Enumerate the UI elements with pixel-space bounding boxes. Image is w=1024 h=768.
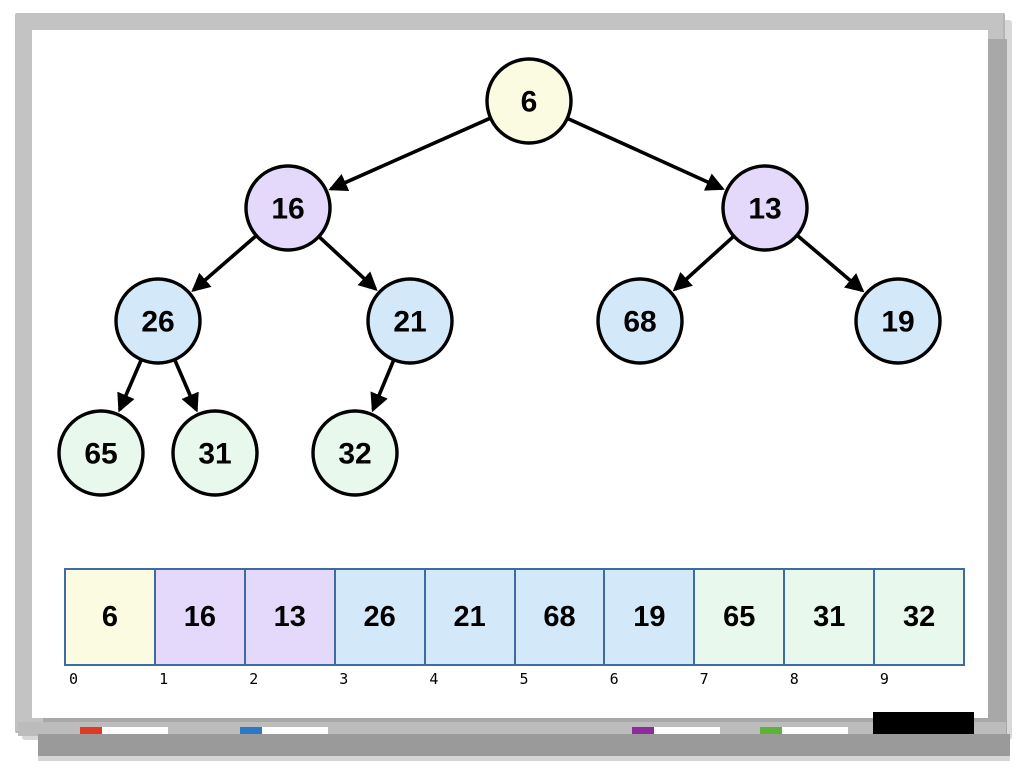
tree-node[interactable]: 31 bbox=[171, 409, 259, 497]
tree-node-circle bbox=[57, 409, 145, 497]
array-cell[interactable]: 68 bbox=[515, 570, 606, 664]
array-index-label: 0 bbox=[69, 670, 79, 688]
tree-node[interactable]: 13 bbox=[721, 164, 809, 252]
tree-edge bbox=[796, 234, 865, 293]
array-index-label: 2 bbox=[249, 670, 259, 688]
tree-node-label: 68 bbox=[623, 306, 656, 339]
array-cell[interactable]: 21 bbox=[425, 570, 516, 664]
tree-node[interactable]: 32 bbox=[311, 409, 399, 497]
marker-tray-shadow bbox=[38, 756, 1010, 761]
tree-node-label: 65 bbox=[84, 438, 117, 471]
array-index-label: 3 bbox=[339, 670, 349, 688]
tree-node-circle bbox=[366, 277, 454, 365]
tree-node[interactable]: 26 bbox=[114, 277, 202, 365]
tree-edge bbox=[672, 235, 735, 292]
tree-edge bbox=[191, 234, 257, 293]
array-cell[interactable]: 26 bbox=[335, 570, 426, 664]
tree-node-circle bbox=[721, 164, 809, 252]
tree-node[interactable]: 65 bbox=[57, 409, 145, 497]
marker-tray-front bbox=[38, 734, 1010, 758]
array-index-label: 7 bbox=[699, 670, 709, 688]
tree-edge bbox=[567, 117, 725, 191]
tree-edge bbox=[117, 359, 143, 413]
array-index-labels: 0 1 2 3 4 5 6 7 8 9 bbox=[64, 670, 965, 692]
tree-node[interactable]: 68 bbox=[596, 277, 684, 365]
tree-edge bbox=[370, 360, 396, 413]
binary-tree-diagram: 6 16 13 26 21 68 19 65 31 32 bbox=[57, 57, 942, 497]
tree-node[interactable]: 16 bbox=[244, 164, 332, 252]
tree-node[interactable]: 21 bbox=[366, 277, 454, 365]
tree-node-label: 19 bbox=[881, 306, 914, 339]
array-index-label: 9 bbox=[879, 670, 889, 688]
tree-node-circle bbox=[311, 409, 399, 497]
tree-node-circle bbox=[854, 277, 942, 365]
tree-node[interactable]: 6 bbox=[485, 57, 573, 145]
tree-node-label: 32 bbox=[338, 438, 371, 471]
tree-node-label: 16 bbox=[271, 193, 304, 226]
array-index-label: 6 bbox=[609, 670, 619, 688]
array-cell[interactable]: 65 bbox=[695, 570, 786, 664]
tree-node-circle bbox=[114, 277, 202, 365]
tree-edge bbox=[173, 359, 199, 413]
tree-node-label: 6 bbox=[521, 86, 538, 119]
tree-edge bbox=[328, 116, 491, 192]
tree-node-circle bbox=[171, 409, 259, 497]
array-cell[interactable]: 31 bbox=[785, 570, 876, 664]
tree-node-label: 26 bbox=[141, 306, 174, 339]
tree-node-circle bbox=[596, 277, 684, 365]
tree-node-label: 13 bbox=[748, 193, 781, 226]
tree-edge bbox=[318, 235, 378, 292]
tree-node[interactable]: 19 bbox=[854, 277, 942, 365]
tree-node-label: 31 bbox=[198, 438, 231, 471]
tree-node-circle bbox=[244, 164, 332, 252]
array-index-label: 1 bbox=[159, 670, 169, 688]
array-index-label: 4 bbox=[429, 670, 439, 688]
array-cell[interactable]: 13 bbox=[245, 570, 336, 664]
array-cell[interactable]: 32 bbox=[875, 570, 964, 664]
array-index-label: 5 bbox=[519, 670, 529, 688]
array-index-label: 8 bbox=[789, 670, 799, 688]
array-cell[interactable]: 19 bbox=[605, 570, 696, 664]
tree-node-label: 21 bbox=[393, 306, 426, 339]
tree-edges bbox=[117, 116, 865, 413]
array-cell[interactable]: 6 bbox=[66, 570, 156, 664]
array-cell[interactable]: 16 bbox=[155, 570, 246, 664]
tree-nodes: 6 16 13 26 21 68 19 65 31 32 bbox=[57, 57, 942, 497]
tree-node-circle bbox=[485, 57, 573, 145]
